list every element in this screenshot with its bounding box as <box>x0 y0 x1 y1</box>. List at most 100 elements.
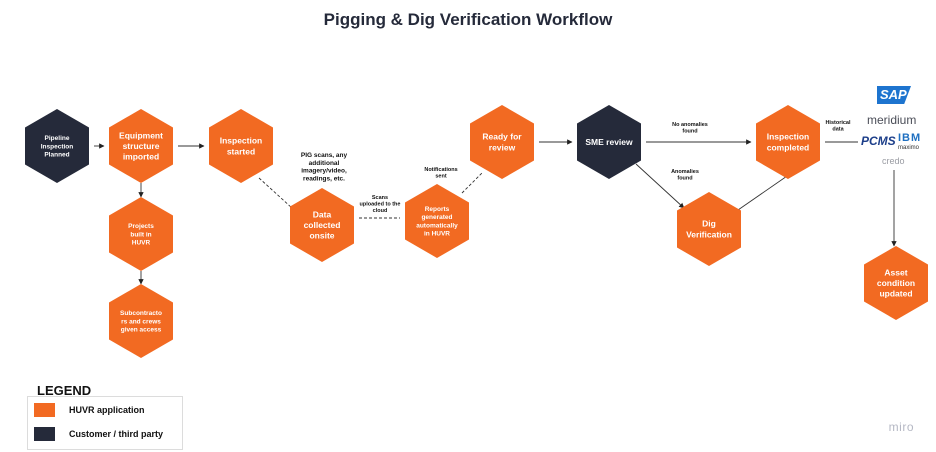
note-line: found <box>682 129 697 135</box>
ibm-logo: IBM <box>898 132 922 144</box>
hexagon-shape <box>25 109 89 183</box>
connector-line <box>461 172 483 194</box>
credo-logo: credo <box>882 156 905 166</box>
hexagon-shape <box>864 246 928 320</box>
note-line: data <box>832 127 844 133</box>
note-line: Anomalies <box>671 169 699 175</box>
node-label-line: condition <box>877 278 915 288</box>
node-label-line: Planned <box>44 151 69 158</box>
sap-logo: SAP <box>877 86 911 104</box>
legend-title: LEGEND <box>37 383 92 398</box>
connector-line <box>635 163 685 209</box>
hexagon-shape <box>677 192 741 266</box>
node-label-line: completed <box>767 142 810 152</box>
connector-notes: PIG scans, anyadditionalimagery/video,re… <box>301 120 851 214</box>
node-label-line: Dig <box>702 219 716 229</box>
miro-watermark: miro <box>888 420 914 434</box>
node-label-line: Inspection <box>220 136 263 146</box>
note-line: cloud <box>373 208 388 214</box>
meridium-logo: meridium <box>867 113 917 127</box>
node-label-line: Projects <box>128 223 154 230</box>
note-line: Historical <box>825 120 851 126</box>
legend: HUVR application Customer / third party <box>27 396 183 450</box>
node-label-line: given access <box>121 326 162 333</box>
node-sme-review: SME review <box>577 105 641 179</box>
note-pig-scans: PIG scans, anyadditionalimagery/video,re… <box>301 152 348 182</box>
node-label-line: rs and crews <box>121 318 161 325</box>
maximo-logo: maximo <box>898 145 920 151</box>
note-line: Scans <box>372 195 388 201</box>
workflow-nodes: PipelineInspectionPlannedEquipmentstruct… <box>25 105 928 358</box>
node-label-line: Data <box>313 209 332 219</box>
legend-swatch-huvr <box>34 403 55 417</box>
node-label-line: structure <box>123 141 160 151</box>
node-label-line: Asset <box>884 267 907 277</box>
node-label-line: SME review <box>585 137 633 147</box>
hexagon-shape <box>109 284 173 358</box>
node-label-line: review <box>489 142 516 152</box>
diagram-title: Pigging & Dig Verification Workflow <box>323 10 613 29</box>
pcms-logo: PCMS <box>861 134 896 148</box>
node-label-line: in HUVR <box>424 231 450 238</box>
node-label-line: Verification <box>686 229 732 239</box>
node-label-line: started <box>227 146 255 156</box>
note-line: No anomalies <box>672 122 708 128</box>
legend-item-customer: Customer / third party <box>34 427 163 441</box>
node-label-line: automatically <box>416 222 458 229</box>
hexagon-shape <box>470 105 534 179</box>
hexagon-shape <box>290 188 354 262</box>
legend-label-customer: Customer / third party <box>69 429 164 439</box>
node-label-line: Equipment <box>119 130 163 140</box>
note-line: found <box>677 176 692 182</box>
legend-swatch-customer <box>34 427 55 441</box>
node-label-line: imported <box>123 152 159 162</box>
node-label-line: Inspection <box>767 132 810 142</box>
hexagon-shape <box>109 109 173 183</box>
note-line: sent <box>435 174 446 180</box>
node-label-line: Pipeline <box>45 135 70 142</box>
node-label-line: collected <box>304 220 341 230</box>
connector-line <box>258 177 293 209</box>
hexagon-shape <box>109 197 173 271</box>
hexagon-shape <box>405 184 469 258</box>
node-label-line: onsite <box>309 231 334 241</box>
hexagon-shape <box>577 105 641 179</box>
node-label-line: Inspection <box>41 143 74 150</box>
legend-label-huvr: HUVR application <box>69 405 145 415</box>
node-label-line: Reports <box>425 206 450 213</box>
node-label-line: built in <box>130 231 151 238</box>
note-line: uploaded to the <box>360 202 401 208</box>
legend-item-huvr: HUVR application <box>34 403 145 417</box>
note-line: PIG scans, any <box>301 152 348 159</box>
node-label-line: updated <box>879 289 912 299</box>
hexagon-shape <box>209 109 273 183</box>
node-label-line: generated <box>421 214 452 221</box>
node-label-line: Subcontracto <box>120 310 162 317</box>
connectors <box>94 139 897 285</box>
connector-line <box>737 173 791 211</box>
node-label-line: HUVR <box>132 239 151 246</box>
note-line: readings, etc. <box>303 175 345 182</box>
note-line: additional <box>309 160 340 167</box>
note-line: Notifications <box>424 167 457 173</box>
node-label-line: Ready for <box>482 132 522 142</box>
note-line: imagery/video, <box>301 168 347 175</box>
hexagon-shape <box>756 105 820 179</box>
